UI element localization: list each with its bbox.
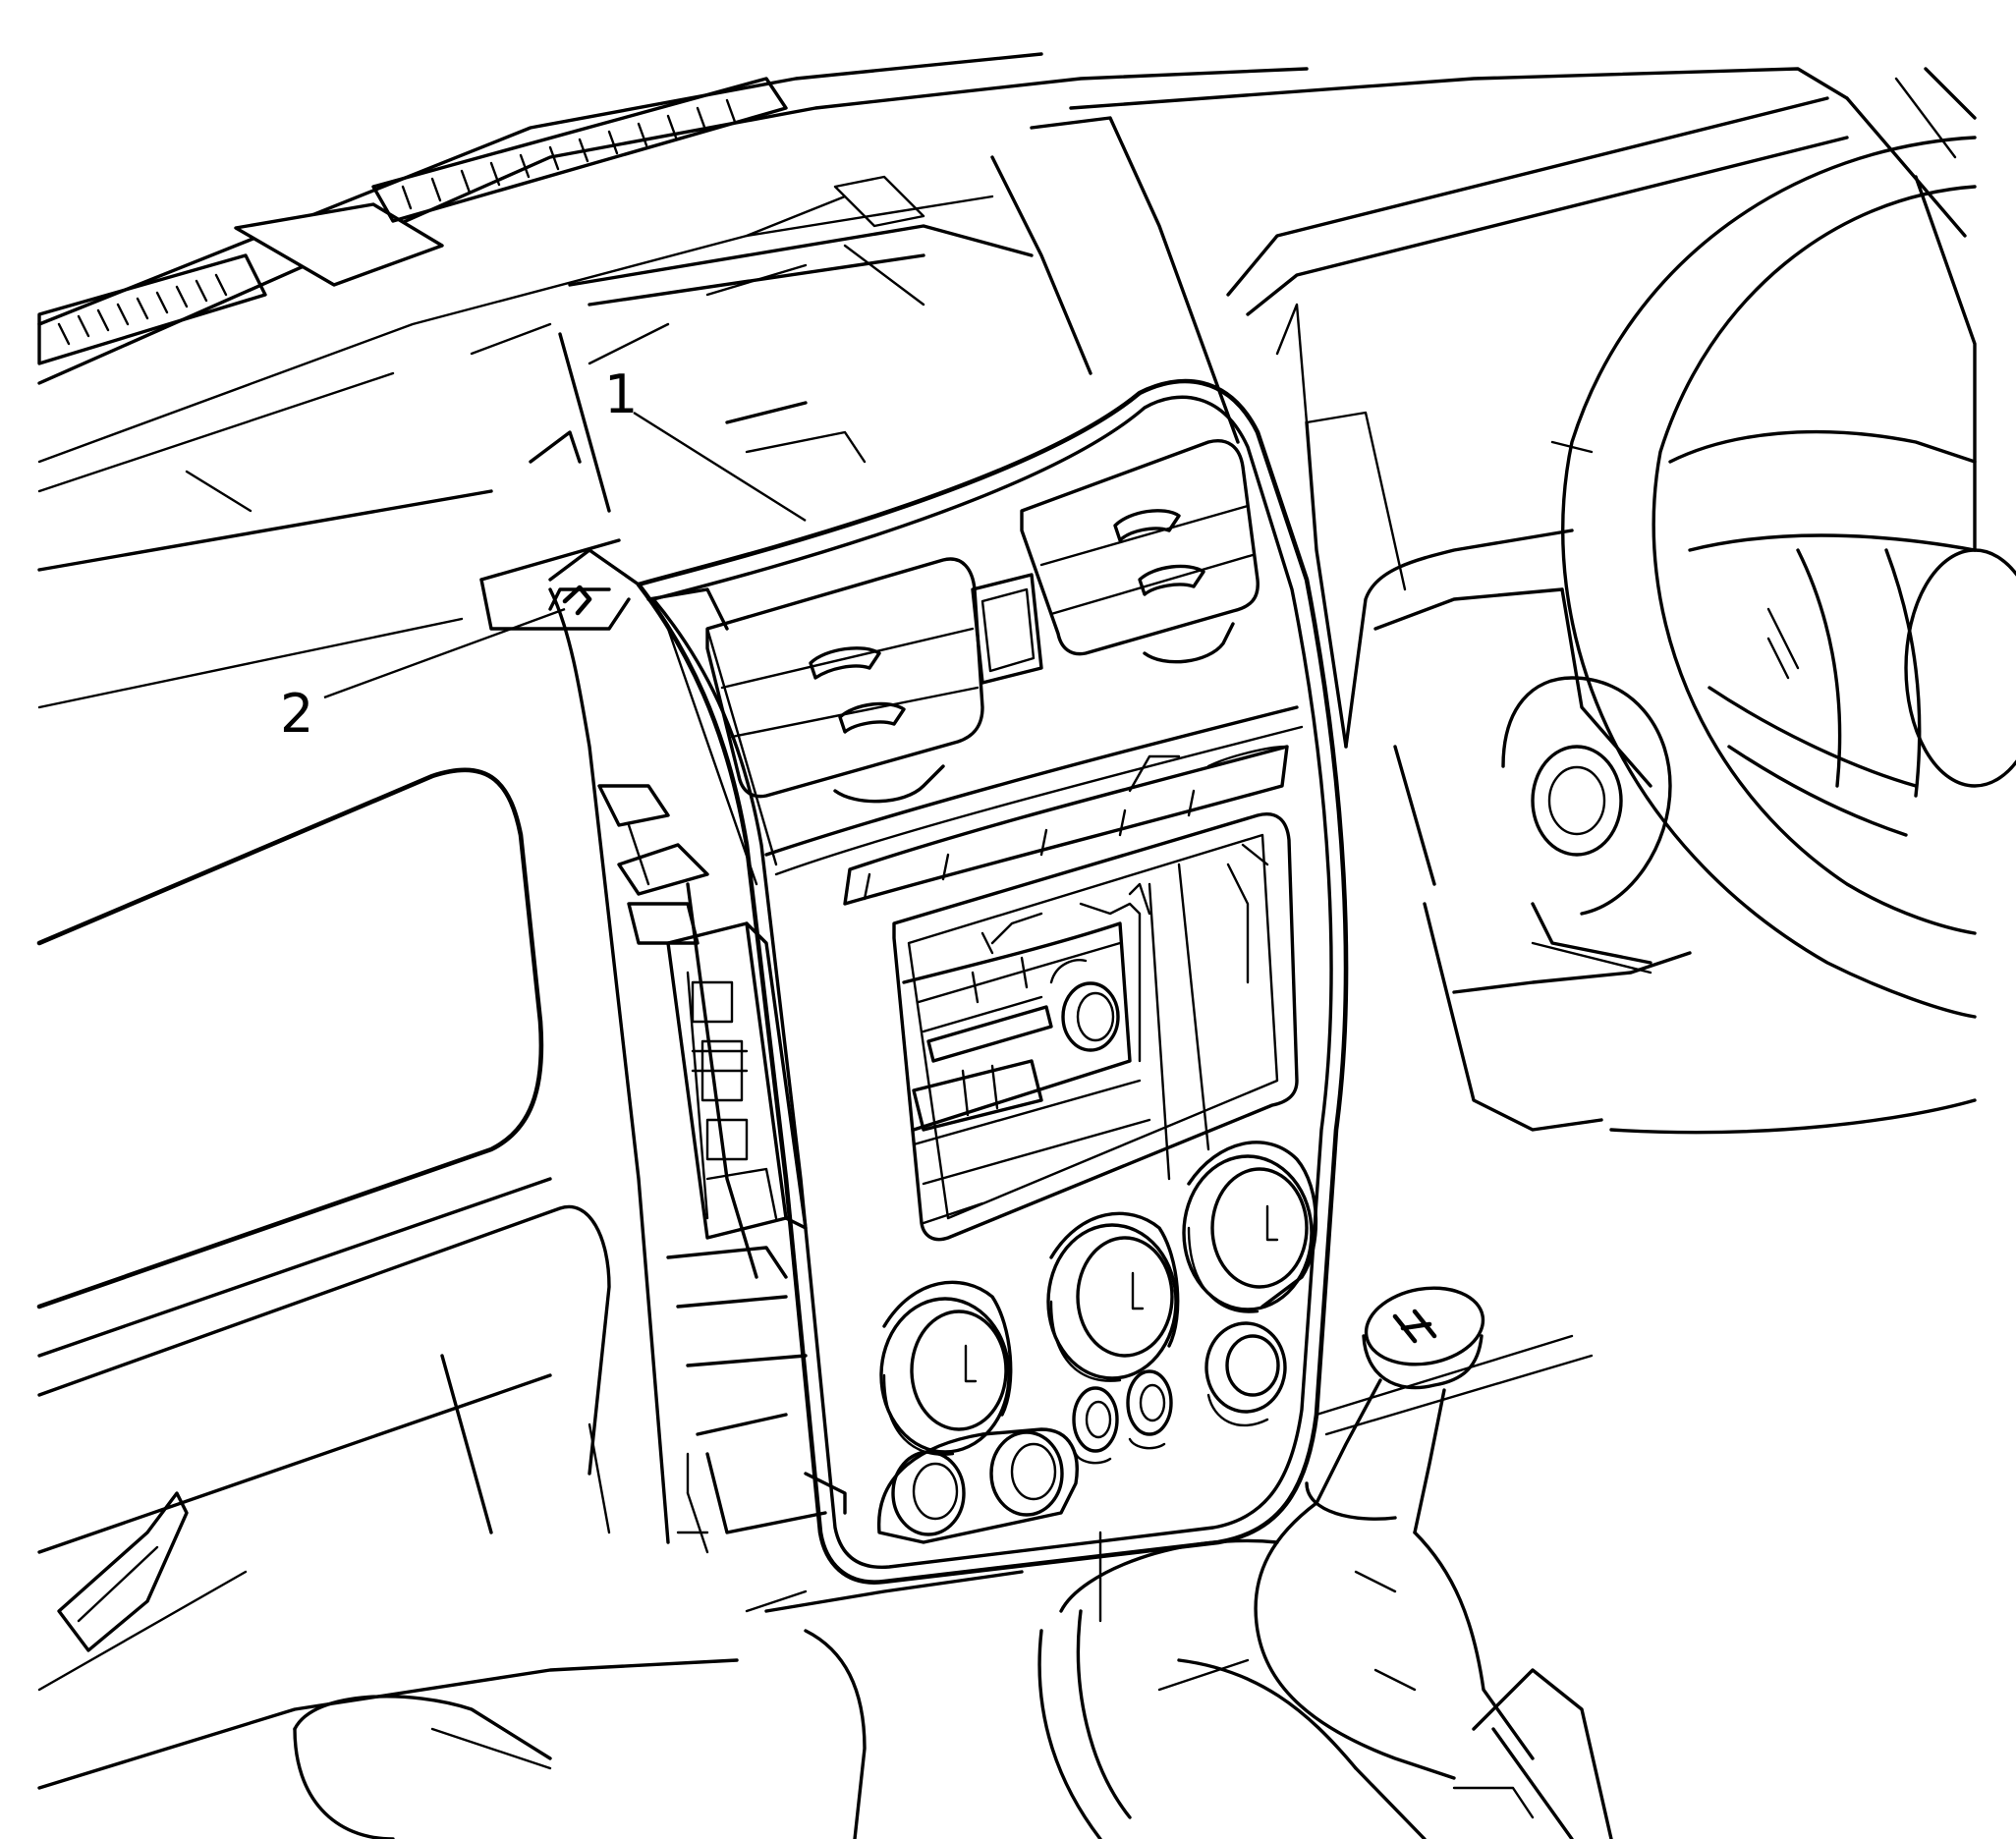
defroster-grille-left (57, 273, 228, 346)
upper-dashboard (37, 52, 1309, 513)
hvac-controls (877, 1141, 1318, 1544)
callout-2: 2 (280, 607, 566, 745)
center-trim-bezel (548, 378, 1349, 1585)
windshield-and-pillar (990, 67, 1977, 552)
gear-shifter (1037, 1286, 1613, 1839)
sunload-sensor-window (234, 202, 444, 287)
defroster-grille-right (401, 98, 737, 210)
hvac-knob-fan (879, 1280, 1013, 1456)
radio-head-unit (902, 843, 1269, 1225)
retaining-clip (548, 585, 611, 616)
hvac-knob-temperature (1182, 1141, 1318, 1313)
glove-box-area (36, 489, 739, 1839)
hvac-recirc-switch (1204, 1321, 1287, 1427)
callout-1-label: 1 (604, 363, 638, 425)
callout-1: 1 (604, 363, 807, 523)
glove-box-handle (57, 1491, 189, 1652)
air-vent-left (705, 557, 984, 804)
callout-2-label: 2 (280, 683, 313, 745)
hvac-small-buttons (1072, 1369, 1173, 1465)
hvac-seat-controls (877, 1427, 1079, 1544)
radio-chassis-side (666, 921, 788, 1240)
air-vent-right (1020, 439, 1260, 664)
switch-strip (843, 745, 1289, 906)
radio-volume-knob (1061, 981, 1120, 1052)
lower-console (745, 1531, 1102, 1839)
steering-column-area (1305, 411, 1977, 1135)
hvac-knob-mode (1046, 1211, 1180, 1382)
steering-wheel (1550, 136, 2016, 1019)
center-stack-opening (479, 224, 1034, 1554)
hazard-switch (971, 573, 1043, 685)
